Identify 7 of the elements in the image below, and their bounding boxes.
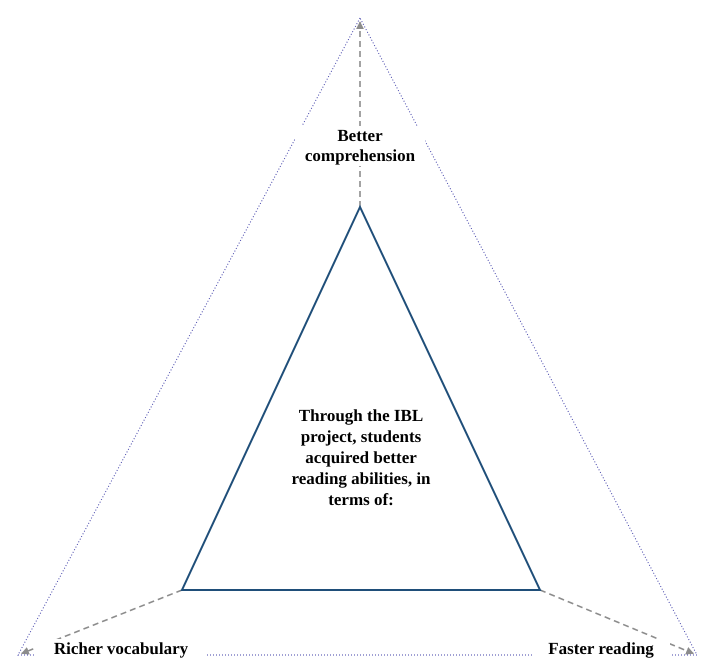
dashed-arrow [20,589,182,655]
inner-triangle [182,207,540,590]
edge-label: Richer vocabulary [36,639,206,659]
edge-label: Faster reading [532,639,670,659]
dashed-arrow [540,589,694,654]
triangle-text: Through the IBL project, students acquired better reading abilities, in terms of: [290,405,432,510]
edge-label: Better comprehension [295,126,425,166]
